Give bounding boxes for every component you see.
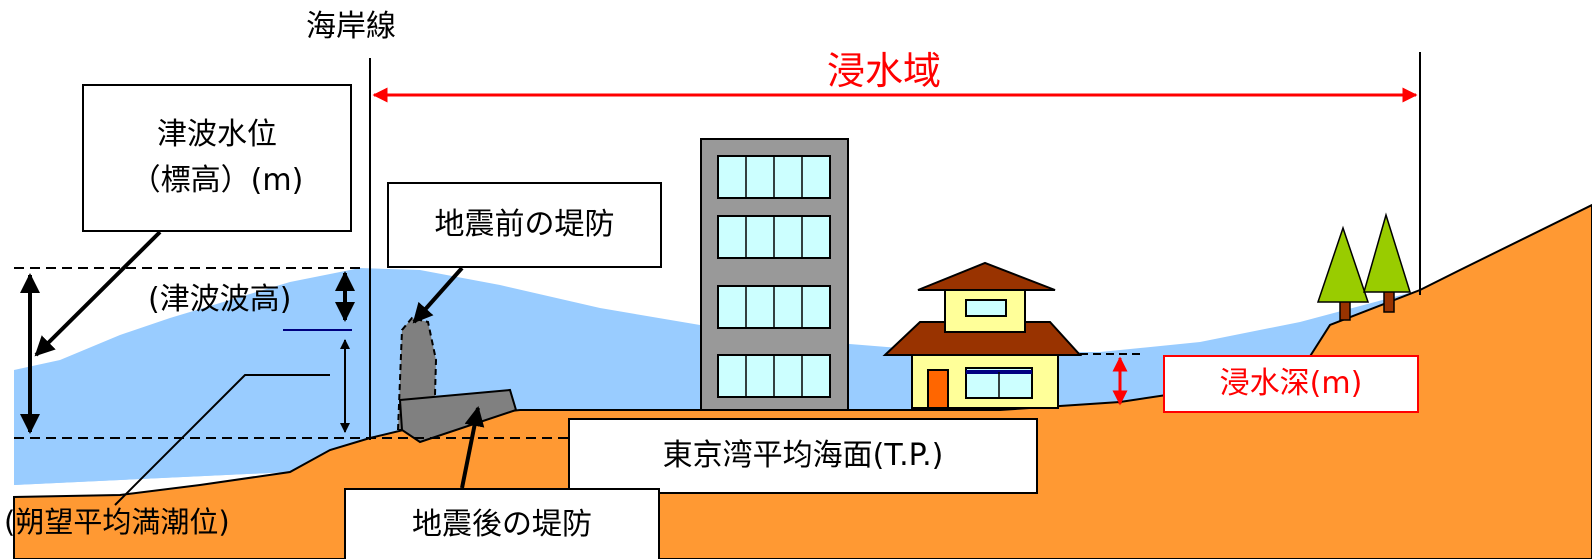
- tsunami-level-box: 津波水位 （標高）(m): [82, 84, 352, 232]
- trees: [1316, 212, 1412, 321]
- mean-sea-level-label: 東京湾平均海面(T.P.): [662, 438, 944, 473]
- tsunami-level-leader: [34, 230, 162, 357]
- inundation-area-label: 浸水域: [827, 49, 942, 93]
- inundation-depth-box: 浸水深(m): [1163, 355, 1419, 413]
- office-building: [700, 138, 849, 411]
- tsunami-height-label: (津波波高): [148, 282, 292, 317]
- high-water-leader: [114, 374, 330, 506]
- ground: [13, 203, 1592, 559]
- high-water-label: (朔望平均満潮位): [4, 505, 230, 539]
- levee-before-box: 地震前の堤防: [387, 182, 662, 268]
- house: [882, 261, 1083, 409]
- coastline-label: 海岸線: [306, 9, 396, 44]
- tsunami-level-unit-label: （標高）(m): [130, 163, 304, 198]
- levee-after-label: 地震後の堤防: [412, 506, 592, 542]
- sea: [14, 440, 370, 485]
- inundation-depth-label: 浸水深(m): [1219, 366, 1363, 401]
- levee-after-leader: [460, 406, 485, 489]
- levee-before-label: 地震前の堤防: [434, 207, 615, 242]
- tsunami-level-label: 津波水位: [157, 117, 277, 152]
- levee-before-leader: [412, 266, 464, 324]
- levee-after-box: 地震後の堤防: [344, 488, 660, 559]
- mean-sea-level-box: 東京湾平均海面(T.P.): [568, 418, 1038, 494]
